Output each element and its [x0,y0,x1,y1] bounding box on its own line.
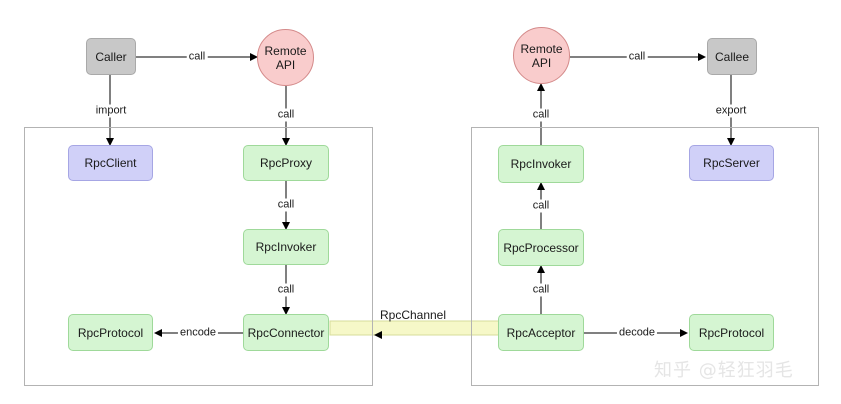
edge-label-caller-call: call [186,50,208,64]
rpc-channel-label: RpcChannel [379,308,447,322]
rpc-invoker-left-label: RpcInvoker [255,240,317,254]
remote-api-left-label-line2: API [275,57,296,72]
edge-label-import: import [93,104,129,118]
edge-label-encode: encode [177,326,219,340]
edge-label-proxy-to-invoker-call: call [275,198,297,212]
rpc-connector-label: RpcConnector [247,325,325,340]
rpc-connector-node: RpcConnector [243,314,329,351]
rpc-invoker-left-node: RpcInvoker [243,229,329,265]
client-frame [24,127,373,386]
remote-api-right-label-line1: Remote [520,41,563,56]
rpc-protocol-left-node: RpcProtocol [68,314,153,351]
watermark: 知乎 @轻狂羽毛 [654,360,794,381]
rpc-client-node: RpcClient [68,145,153,181]
remote-api-left-label: Remote API [264,44,306,72]
edge-label-processor-to-invoker-call: call [530,199,552,213]
callee-label: Callee [714,49,750,64]
rpc-processor-node: RpcProcessor [498,229,584,266]
rpc-client-label: RpcClient [84,156,137,170]
edge-label-api-to-proxy-call: call [275,108,297,122]
rpc-protocol-right-node: RpcProtocol [689,314,774,351]
edge-label-api-to-callee-call: call [626,50,648,64]
rpc-server-node: RpcServer [689,145,774,181]
rpc-protocol-left-label: RpcProtocol [77,325,144,340]
edge-label-export: export [713,104,749,118]
remote-api-right-label-line2: API [531,55,552,70]
remote-api-right-node: Remote API [513,27,570,84]
rpc-invoker-right-label: RpcInvoker [510,157,572,171]
caller-node: Caller [86,38,136,75]
edge-label-invoker-to-connector-call: call [275,283,297,297]
remote-api-left-label-line1: Remote [264,43,307,58]
rpc-invoker-right-node: RpcInvoker [498,145,584,183]
rpc-acceptor-label: RpcAcceptor [506,325,576,340]
rpc-acceptor-node: RpcAcceptor [498,314,584,351]
edge-label-invoker-to-api-call: call [530,108,552,122]
edge-label-acceptor-to-processor-call: call [530,283,552,297]
rpc-proxy-label: RpcProxy [259,156,312,170]
callee-node: Callee [707,38,757,75]
rpc-protocol-right-label: RpcProtocol [698,325,765,340]
remote-api-left-node: Remote API [257,29,314,86]
rpc-processor-label: RpcProcessor [503,240,579,255]
server-frame [471,127,819,386]
remote-api-right-label: Remote API [520,42,562,70]
edge-label-decode: decode [616,326,658,340]
caller-label: Caller [95,49,127,64]
rpc-proxy-node: RpcProxy [243,145,329,181]
rpc-server-label: RpcServer [703,156,760,170]
